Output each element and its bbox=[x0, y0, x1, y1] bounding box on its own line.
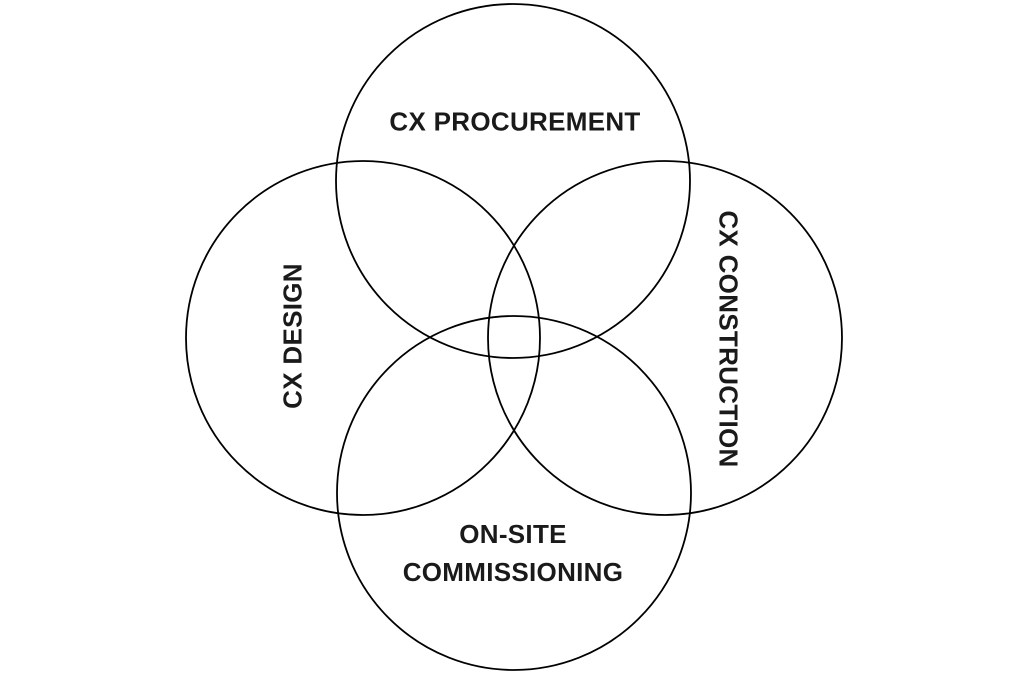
label-cx-construction: CX CONSTRUCTION bbox=[713, 210, 744, 468]
label-onsite-line1: ON-SITE bbox=[459, 519, 567, 549]
circle-commissioning bbox=[336, 315, 692, 671]
label-cx-procurement: CX PROCUREMENT bbox=[389, 106, 641, 137]
label-onsite-line2: COMMISSIONING bbox=[402, 557, 624, 587]
label-cx-design: CX DESIGN bbox=[277, 263, 308, 409]
label-onsite-commissioning: ON-SITE COMMISSIONING bbox=[343, 515, 683, 591]
circle-design bbox=[185, 160, 541, 516]
circle-procurement bbox=[335, 3, 691, 359]
circle-construction bbox=[487, 160, 843, 516]
